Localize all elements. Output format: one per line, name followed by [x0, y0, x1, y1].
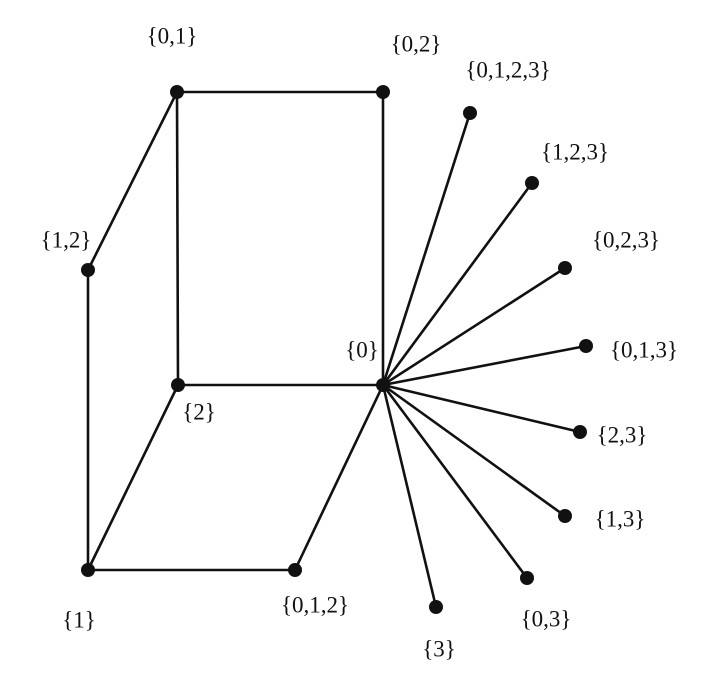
- node-label-1: {1}: [62, 607, 96, 632]
- node-label-13: {1,3}: [595, 506, 646, 531]
- node-2: [171, 378, 185, 392]
- node-label-12: {1,2}: [41, 227, 92, 252]
- node-label-23: {2,3}: [597, 422, 648, 447]
- edge-0-13: [381, 383, 567, 518]
- node-23: [573, 425, 587, 439]
- edge-2-1: [86, 383, 180, 572]
- edge-0-023: [381, 266, 567, 387]
- edge-0-0123: [381, 111, 472, 387]
- node-023: [558, 261, 572, 275]
- node-12: [81, 263, 95, 277]
- edge-012-0: [293, 383, 385, 572]
- node-label-02: {0,2}: [391, 31, 442, 56]
- node-label-3: {3}: [422, 636, 456, 661]
- node-label-2: {2}: [182, 399, 216, 424]
- node-012: [288, 563, 302, 577]
- node-label-01: {0,1}: [147, 23, 198, 48]
- edge-0-3: [381, 383, 438, 609]
- node-123: [525, 176, 539, 190]
- edge-0-23: [381, 383, 582, 434]
- node-01: [170, 85, 184, 99]
- edge-0-03: [381, 383, 529, 580]
- node-label-0123: {0,1,2,3}: [465, 57, 550, 82]
- node-label-013: {0,1,3}: [610, 337, 678, 362]
- node-13: [558, 509, 572, 523]
- node-label-012: {0,1,2}: [281, 592, 349, 617]
- node-0123: [463, 106, 477, 120]
- node-02: [376, 85, 390, 99]
- node-1: [81, 563, 95, 577]
- node-label-123: {1,2,3}: [541, 139, 609, 164]
- edge-0-013: [381, 344, 588, 387]
- edge-01-2: [175, 90, 180, 387]
- node-03: [520, 571, 534, 585]
- edge-0-123: [381, 181, 534, 387]
- node-0: [376, 378, 390, 392]
- edge-01-12: [86, 90, 179, 272]
- node-label-023: {0,2,3}: [592, 227, 660, 252]
- node-label-03: {0,3}: [521, 606, 572, 631]
- node-3: [429, 600, 443, 614]
- node-013: [579, 339, 593, 353]
- node-label-0: {0}: [345, 337, 379, 362]
